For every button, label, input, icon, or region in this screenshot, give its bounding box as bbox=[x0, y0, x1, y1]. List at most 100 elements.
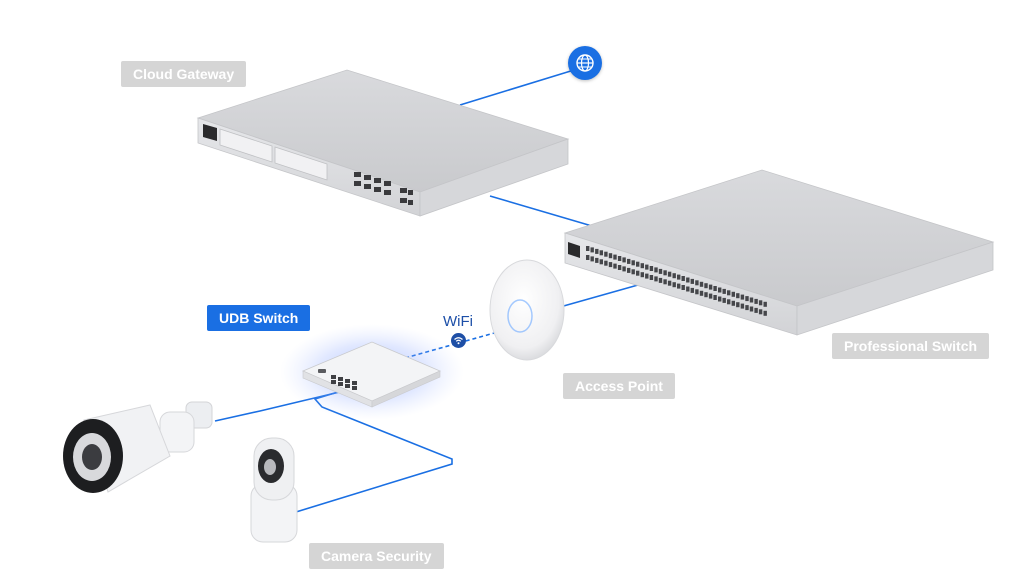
switch-port bbox=[645, 273, 649, 279]
switch-port bbox=[722, 288, 726, 294]
switch-port bbox=[627, 267, 631, 273]
switch-port bbox=[627, 258, 631, 264]
switch-port bbox=[658, 277, 663, 283]
switch-port bbox=[672, 273, 676, 279]
switch-port bbox=[645, 264, 649, 270]
switch-port bbox=[663, 270, 667, 276]
switch-port bbox=[658, 268, 663, 274]
access-point-label: Access Point bbox=[563, 373, 675, 399]
dome-camera-device bbox=[250, 437, 298, 543]
udb-ports bbox=[331, 375, 357, 390]
switch-port bbox=[745, 305, 749, 311]
udb-switch-label: UDB Switch bbox=[207, 305, 311, 331]
switch-port bbox=[704, 283, 708, 289]
switch-port bbox=[595, 248, 599, 254]
switch-to-ap-link bbox=[559, 284, 639, 308]
switch-port bbox=[686, 286, 690, 292]
bullet-camera-device bbox=[63, 401, 213, 493]
gateway-ports bbox=[354, 172, 413, 205]
camera-security-label: Camera Security bbox=[309, 543, 444, 569]
switch-port bbox=[736, 302, 740, 308]
switch-port bbox=[590, 247, 594, 253]
switch-port bbox=[636, 270, 640, 276]
switch-port bbox=[667, 280, 672, 286]
cloud-gateway-label: Cloud Gateway bbox=[121, 61, 247, 87]
switch-port bbox=[640, 263, 644, 269]
professional-switch-device bbox=[563, 169, 995, 336]
switch-port bbox=[677, 283, 681, 289]
switch-port bbox=[758, 309, 763, 315]
switch-port bbox=[599, 250, 603, 256]
switch-port bbox=[677, 274, 681, 280]
switch-port bbox=[731, 291, 735, 297]
switch-port bbox=[749, 297, 754, 303]
switch-port bbox=[640, 272, 644, 278]
switch-port bbox=[718, 287, 722, 293]
switch-port bbox=[613, 254, 617, 260]
wifi-label: WiFi bbox=[443, 313, 473, 330]
switch-port bbox=[681, 276, 685, 281]
switch-port bbox=[690, 287, 694, 293]
switch-port bbox=[622, 266, 626, 272]
switch-port bbox=[599, 259, 603, 265]
switch-port bbox=[649, 266, 654, 271]
gateway-to-switch-link bbox=[489, 195, 593, 227]
switch-port bbox=[763, 301, 767, 307]
switch-port bbox=[722, 297, 726, 303]
switch-port bbox=[654, 267, 658, 273]
switch-port bbox=[590, 256, 594, 262]
switch-port bbox=[713, 295, 717, 300]
switch-port bbox=[713, 286, 717, 291]
switch-port bbox=[695, 280, 699, 286]
switch-port bbox=[686, 277, 690, 283]
switch-port bbox=[699, 290, 704, 296]
switch-port bbox=[613, 263, 617, 269]
switch-port bbox=[740, 294, 745, 300]
switch-port bbox=[617, 265, 622, 270]
switch-port bbox=[604, 251, 608, 257]
switch-port bbox=[708, 284, 713, 290]
switch-port bbox=[727, 290, 731, 296]
switch-port bbox=[586, 255, 590, 260]
professional-switch-label: Professional Switch bbox=[832, 333, 990, 359]
globe-icon bbox=[568, 46, 602, 80]
switch-port bbox=[758, 300, 763, 306]
switch-port bbox=[736, 293, 740, 299]
switch-port bbox=[649, 275, 654, 280]
switch-port bbox=[604, 260, 608, 266]
switch-port bbox=[740, 303, 745, 309]
switch-port bbox=[754, 307, 758, 313]
switch-port bbox=[672, 282, 676, 288]
internet-link bbox=[459, 69, 575, 106]
switch-ports bbox=[586, 246, 767, 316]
udb-switch-device bbox=[280, 324, 464, 420]
switch-port bbox=[663, 279, 667, 285]
switch-port bbox=[636, 261, 640, 267]
switch-port bbox=[704, 292, 708, 298]
cloud-gateway-device bbox=[196, 69, 570, 217]
switch-port bbox=[731, 300, 735, 306]
switch-port bbox=[708, 293, 713, 299]
switch-port bbox=[681, 285, 685, 290]
switch-port bbox=[763, 310, 767, 316]
switch-port bbox=[690, 278, 694, 284]
switch-port bbox=[699, 281, 704, 287]
switch-port bbox=[754, 298, 758, 304]
switch-port bbox=[695, 289, 699, 295]
wifi-icon bbox=[451, 333, 466, 348]
switch-port bbox=[617, 256, 622, 261]
switch-port bbox=[595, 257, 599, 263]
switch-port bbox=[654, 276, 658, 282]
switch-port bbox=[718, 296, 722, 302]
switch-port bbox=[608, 262, 613, 268]
switch-port bbox=[631, 260, 635, 266]
switch-port bbox=[727, 299, 731, 305]
access-point-device bbox=[489, 259, 565, 361]
switch-port bbox=[622, 257, 626, 263]
switch-port bbox=[608, 253, 613, 259]
switch-port bbox=[745, 296, 749, 302]
switch-port bbox=[749, 306, 754, 312]
switch-port bbox=[631, 269, 635, 275]
switch-port bbox=[586, 246, 590, 251]
